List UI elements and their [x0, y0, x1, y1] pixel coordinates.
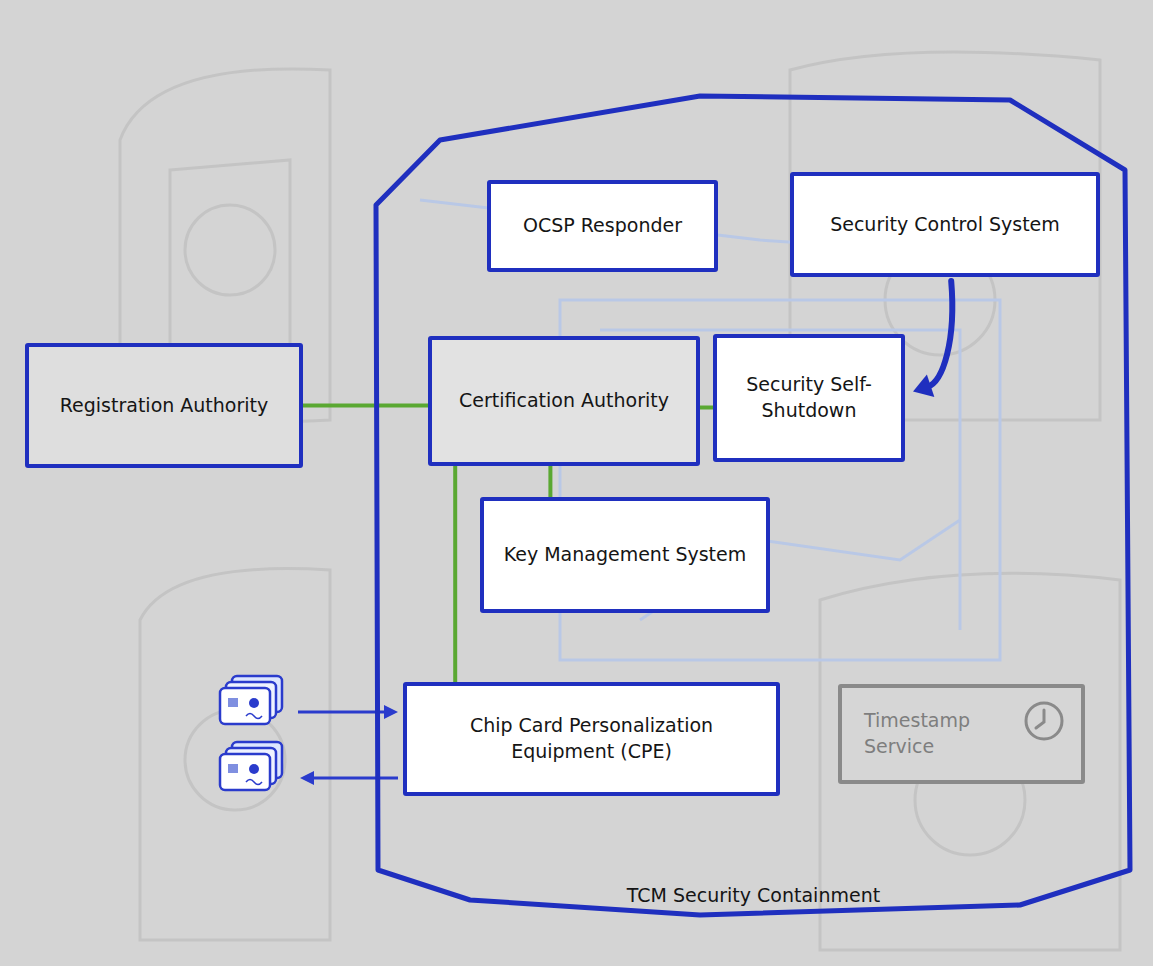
green-link: [303, 405, 428, 406]
region-label: TCM Security Containment: [627, 884, 880, 906]
disabled-box: Timestamp Service: [838, 684, 1085, 784]
process-box: Certification Authority: [428, 336, 700, 466]
clock-icon: [1021, 698, 1067, 744]
process-box: Key Management System: [480, 497, 770, 613]
faint-server-outlines: [120, 52, 1120, 950]
control-arrow: [913, 281, 952, 397]
chip-card-stack-in: [220, 676, 282, 724]
chip-card-stack-out: [220, 742, 282, 790]
process-box: Security Self-Shutdown: [713, 334, 905, 462]
process-box: Security Control System: [790, 172, 1100, 277]
box-label: OCSP Responder: [523, 213, 682, 239]
box-label: Timestamp Service: [864, 708, 1011, 759]
green-link: [700, 407, 713, 408]
box-label: Certification Authority: [459, 388, 669, 414]
box-label: Security Self-Shutdown: [727, 372, 891, 423]
box-label: Chip Card Personalization Equipment (CPE…: [417, 713, 766, 764]
security-containment: TCM Security ContainmentOCSP ResponderSe…: [372, 92, 1135, 920]
card-flow-arrows: [298, 705, 398, 785]
process-box: Chip Card Personalization Equipment (CPE…: [403, 682, 780, 796]
box-label: Registration Authority: [60, 393, 269, 419]
box-label: Security Control System: [830, 212, 1060, 238]
process-box: Registration Authority: [25, 343, 303, 468]
green-link: [550, 466, 551, 497]
box-label: Key Management System: [504, 542, 747, 568]
process-box: OCSP Responder: [487, 180, 718, 272]
green-link: [455, 466, 456, 682]
